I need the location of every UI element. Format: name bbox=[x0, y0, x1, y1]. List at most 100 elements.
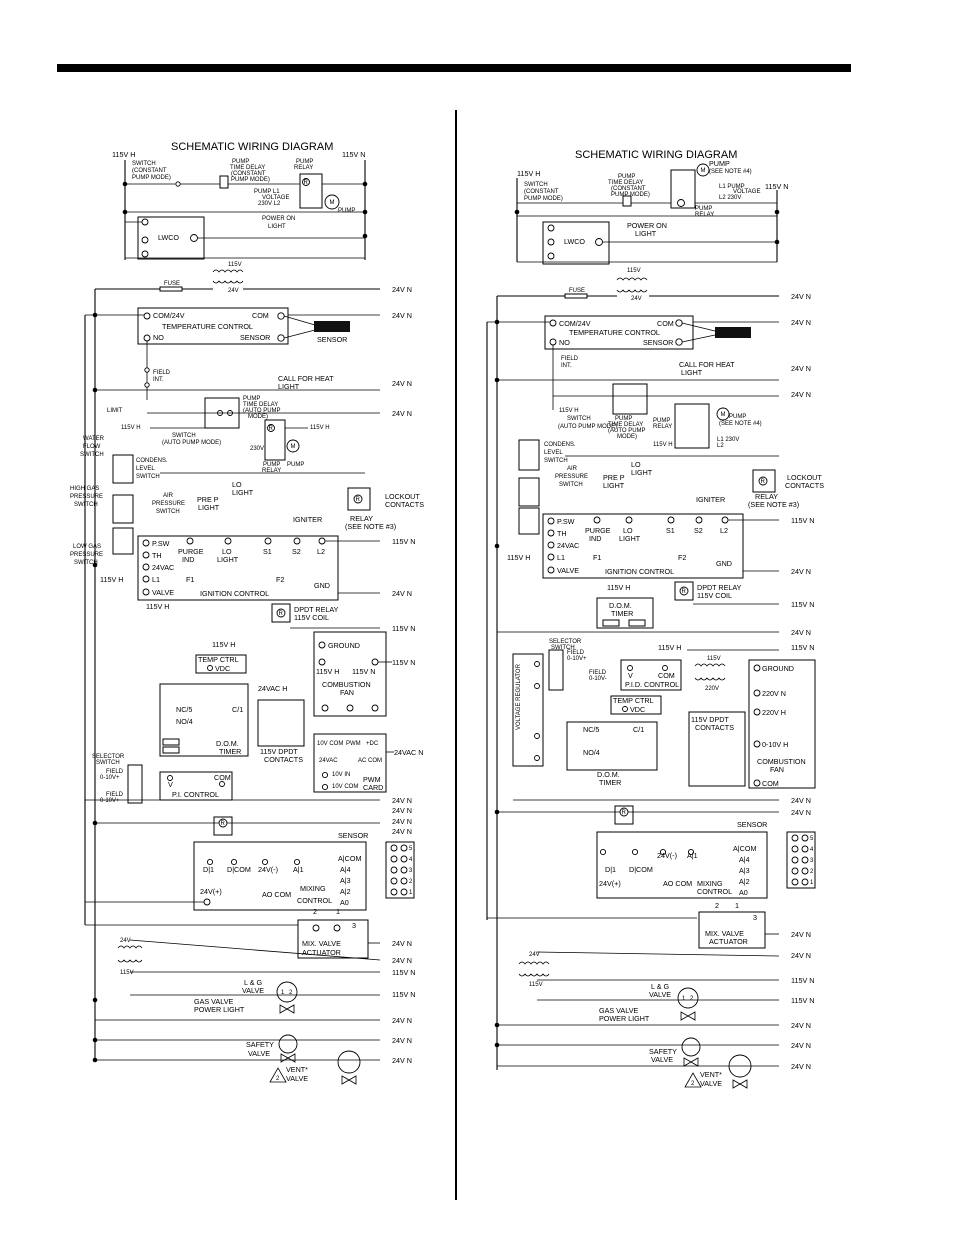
svg-text:24V N: 24V N bbox=[392, 311, 412, 320]
svg-text:2: 2 bbox=[409, 879, 413, 885]
svg-text:24V N: 24V N bbox=[791, 318, 811, 327]
svg-text:115V H: 115V H bbox=[653, 442, 673, 448]
svg-text:R: R bbox=[304, 180, 309, 186]
svg-text:IGNITION CONTROL: IGNITION CONTROL bbox=[605, 567, 674, 576]
svg-text:F1: F1 bbox=[593, 553, 601, 562]
svg-text:A|1: A|1 bbox=[293, 865, 304, 874]
svg-text:CONDENS.: CONDENS. bbox=[544, 442, 576, 448]
svg-text:R: R bbox=[279, 611, 284, 617]
svg-text:A|2: A|2 bbox=[340, 887, 351, 896]
svg-text:COM: COM bbox=[657, 319, 674, 328]
svg-text:PUMP: PUMP bbox=[296, 159, 313, 165]
svg-text:RELAY: RELAY bbox=[262, 468, 281, 474]
svg-text:115V H: 115V H bbox=[517, 169, 540, 178]
svg-text:S2: S2 bbox=[694, 526, 703, 535]
svg-text:24V(+): 24V(+) bbox=[599, 879, 621, 888]
svg-text:A|1: A|1 bbox=[687, 851, 698, 860]
svg-text:V: V bbox=[168, 780, 173, 789]
svg-text:GAS VALVE: GAS VALVE bbox=[599, 1006, 638, 1015]
svg-text:24V N: 24V N bbox=[791, 567, 811, 576]
svg-text:24V N: 24V N bbox=[392, 827, 412, 836]
svg-text:INT.: INT. bbox=[153, 377, 164, 383]
svg-text:24V N: 24V N bbox=[392, 409, 412, 418]
svg-text:IND: IND bbox=[182, 555, 194, 564]
svg-text:S2: S2 bbox=[292, 547, 301, 556]
svg-text:SELECTOR: SELECTOR bbox=[549, 639, 582, 645]
svg-text:24V N: 24V N bbox=[392, 379, 412, 388]
svg-text:AC COM: AC COM bbox=[358, 758, 382, 764]
svg-text:WATER: WATER bbox=[83, 436, 105, 442]
svg-text:4: 4 bbox=[810, 847, 814, 853]
svg-text:LEVEL: LEVEL bbox=[544, 450, 563, 456]
svg-text:GROUND: GROUND bbox=[328, 641, 360, 650]
svg-text:A|4: A|4 bbox=[340, 865, 351, 874]
svg-text:115V N: 115V N bbox=[791, 516, 814, 525]
column-divider bbox=[455, 110, 457, 1200]
svg-text:PUMP L1: PUMP L1 bbox=[254, 189, 280, 195]
svg-text:DPDT RELAY: DPDT RELAY bbox=[294, 605, 339, 614]
svg-text:SWITCH: SWITCH bbox=[524, 182, 548, 188]
svg-text:LEVEL: LEVEL bbox=[136, 466, 155, 472]
svg-text:24V N: 24V N bbox=[392, 1056, 412, 1065]
svg-text:L1: L1 bbox=[152, 575, 160, 584]
svg-text:F2: F2 bbox=[678, 553, 686, 562]
svg-text:24V N: 24V N bbox=[791, 364, 811, 373]
svg-text:P.I.D. CONTROL: P.I.D. CONTROL bbox=[625, 680, 679, 689]
svg-text:115V H: 115V H bbox=[559, 408, 579, 414]
svg-text:(AUTO PUMP: (AUTO PUMP bbox=[608, 428, 646, 434]
svg-text:PUMP: PUMP bbox=[232, 159, 249, 165]
svg-text:24V N: 24V N bbox=[392, 956, 412, 965]
svg-text:TH: TH bbox=[557, 529, 567, 538]
svg-text:+DC: +DC bbox=[366, 741, 379, 747]
svg-text:COMBUSTION: COMBUSTION bbox=[322, 680, 371, 689]
svg-text:SWITCH: SWITCH bbox=[156, 509, 180, 515]
svg-text:A0: A0 bbox=[340, 898, 349, 907]
svg-text:(CONSTANT: (CONSTANT bbox=[132, 168, 167, 174]
svg-text:VOLTAGE: VOLTAGE bbox=[733, 189, 760, 195]
svg-text:24V N: 24V N bbox=[791, 628, 811, 637]
svg-text:LIGHT: LIGHT bbox=[681, 368, 703, 377]
svg-text:(CONSTANT: (CONSTANT bbox=[611, 186, 646, 192]
schematic-title-right: SCHEMATIC WIRING DIAGRAM bbox=[575, 149, 737, 161]
svg-text:(SEE NOTE #4): (SEE NOTE #4) bbox=[709, 169, 752, 175]
svg-text:D.O.M.: D.O.M. bbox=[597, 770, 620, 779]
svg-text:SWITCH: SWITCH bbox=[551, 645, 575, 651]
svg-text:2: 2 bbox=[715, 901, 719, 910]
svg-text:2: 2 bbox=[313, 907, 317, 916]
svg-text:CALL FOR HEAT: CALL FOR HEAT bbox=[679, 360, 735, 369]
svg-text:FIELD: FIELD bbox=[106, 792, 124, 798]
svg-text:SELECTOR: SELECTOR bbox=[92, 754, 125, 760]
schematic-right: SCHEMATIC WIRING DIAGRAM 115V H 115V N S… bbox=[486, 149, 824, 1089]
svg-text:2: 2 bbox=[276, 1076, 280, 1082]
svg-text:PUMP MODE): PUMP MODE) bbox=[132, 175, 171, 181]
svg-text:FAN: FAN bbox=[770, 765, 784, 774]
svg-text:115V H: 115V H bbox=[121, 425, 141, 431]
svg-text:220V N: 220V N bbox=[762, 689, 786, 698]
svg-text:LIGHT: LIGHT bbox=[635, 229, 657, 238]
svg-text:LIMIT: LIMIT bbox=[107, 408, 123, 414]
svg-text:P.SW: P.SW bbox=[557, 517, 575, 526]
svg-text:24VAC: 24VAC bbox=[319, 758, 338, 764]
svg-text:0-10V-: 0-10V- bbox=[589, 676, 607, 682]
svg-text:4: 4 bbox=[409, 857, 413, 863]
svg-text:1: 1 bbox=[810, 880, 814, 886]
svg-text:LIGHT: LIGHT bbox=[268, 224, 286, 230]
svg-text:1: 1 bbox=[336, 907, 340, 916]
svg-text:VENT*: VENT* bbox=[700, 1070, 722, 1079]
svg-text:SENSOR: SENSOR bbox=[643, 338, 673, 347]
svg-text:NO: NO bbox=[153, 333, 164, 342]
svg-text:D|COM: D|COM bbox=[227, 865, 251, 874]
svg-text:LOCKOUT: LOCKOUT bbox=[385, 492, 420, 501]
svg-text:(AUTO PUMP MODE): (AUTO PUMP MODE) bbox=[558, 424, 617, 430]
svg-text:R: R bbox=[761, 479, 766, 485]
svg-text:10V IN: 10V IN bbox=[332, 772, 350, 778]
svg-text:LIGHT: LIGHT bbox=[619, 534, 641, 543]
svg-text:PUMP: PUMP bbox=[287, 462, 304, 468]
svg-text:RELAY: RELAY bbox=[653, 424, 672, 430]
svg-text:R: R bbox=[269, 426, 274, 432]
svg-text:NC/5: NC/5 bbox=[176, 705, 192, 714]
svg-text:L2: L2 bbox=[720, 526, 728, 535]
svg-text:COM: COM bbox=[214, 773, 231, 782]
svg-text:24V: 24V bbox=[631, 296, 642, 302]
svg-text:24V(-): 24V(-) bbox=[258, 865, 278, 874]
